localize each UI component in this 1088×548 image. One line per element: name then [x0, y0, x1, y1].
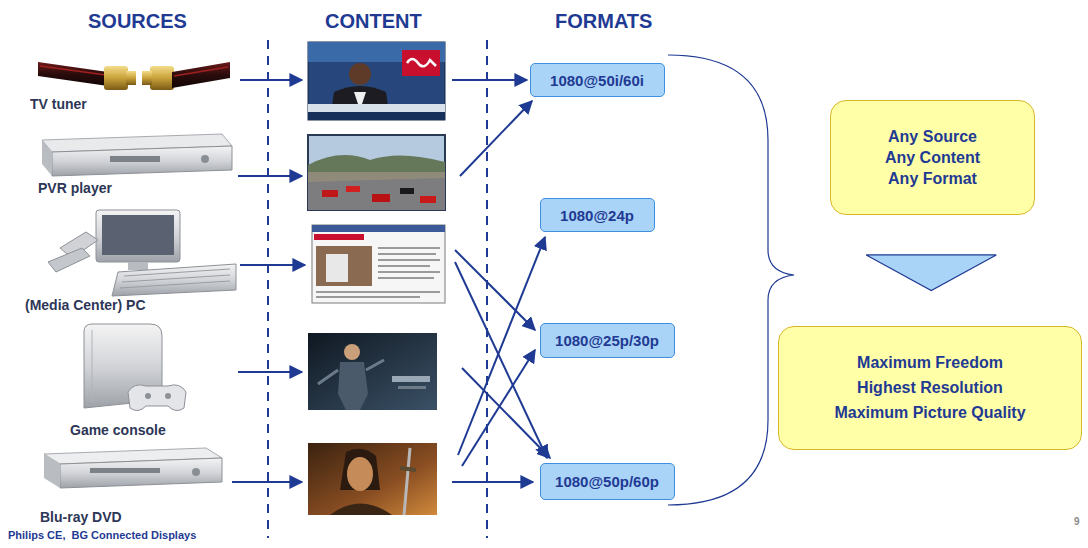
- format-label: 1080@25p/30p: [555, 332, 659, 349]
- game-thumbnail: [308, 333, 437, 410]
- format-box: 1080@50i/60i: [530, 63, 665, 97]
- message-line: Any Content: [885, 149, 980, 167]
- device-caption: TV tuner: [30, 97, 87, 112]
- column-heading: FORMATS: [555, 10, 652, 32]
- media-center-pc-picture: [48, 210, 236, 296]
- footer-text: Philips CE, BG Connected Displays: [8, 529, 196, 541]
- news-thumbnail: [308, 42, 445, 120]
- racing-thumbnail: [308, 135, 445, 210]
- curly-brace: [668, 55, 794, 505]
- device-caption: Game console: [70, 423, 166, 438]
- message-line: Maximum Freedom: [857, 354, 1003, 372]
- device-caption: (Media Center) PC: [25, 298, 146, 313]
- column-heading: CONTENT: [325, 10, 422, 32]
- pvr-player-picture: [42, 134, 232, 176]
- column-heading: SOURCES: [88, 10, 187, 32]
- message-box: Any SourceAny ContentAny Format: [830, 100, 1035, 215]
- separator-line: [486, 40, 488, 538]
- down-arrow: [866, 255, 996, 291]
- message-line: Highest Resolution: [857, 379, 1003, 397]
- page-number: 9: [1074, 516, 1080, 527]
- flow-arrows: [232, 80, 550, 482]
- blu-ray-player-picture: [44, 448, 222, 488]
- format-label: 1080@24p: [560, 207, 634, 224]
- device-caption: Blu-ray DVD: [40, 510, 122, 525]
- message-line: Any Source: [888, 128, 977, 146]
- tv-tuner-picture: [38, 62, 230, 90]
- format-box: 1080@24p: [540, 198, 655, 232]
- device-caption: PVR player: [38, 181, 112, 196]
- format-box: 1080@50p/60p: [540, 463, 675, 500]
- web-page-thumbnail: [312, 225, 445, 303]
- separator-line: [267, 40, 269, 538]
- message-box: Maximum FreedomHighest ResolutionMaximum…: [778, 326, 1082, 450]
- game-console-picture: [84, 324, 186, 411]
- format-box: 1080@25p/30p: [540, 323, 675, 358]
- format-label: 1080@50i/60i: [550, 72, 644, 89]
- message-line: Any Format: [888, 170, 977, 188]
- message-line: Maximum Picture Quality: [834, 404, 1025, 422]
- format-label: 1080@50p/60p: [555, 473, 659, 490]
- film-thumbnail: [308, 443, 437, 515]
